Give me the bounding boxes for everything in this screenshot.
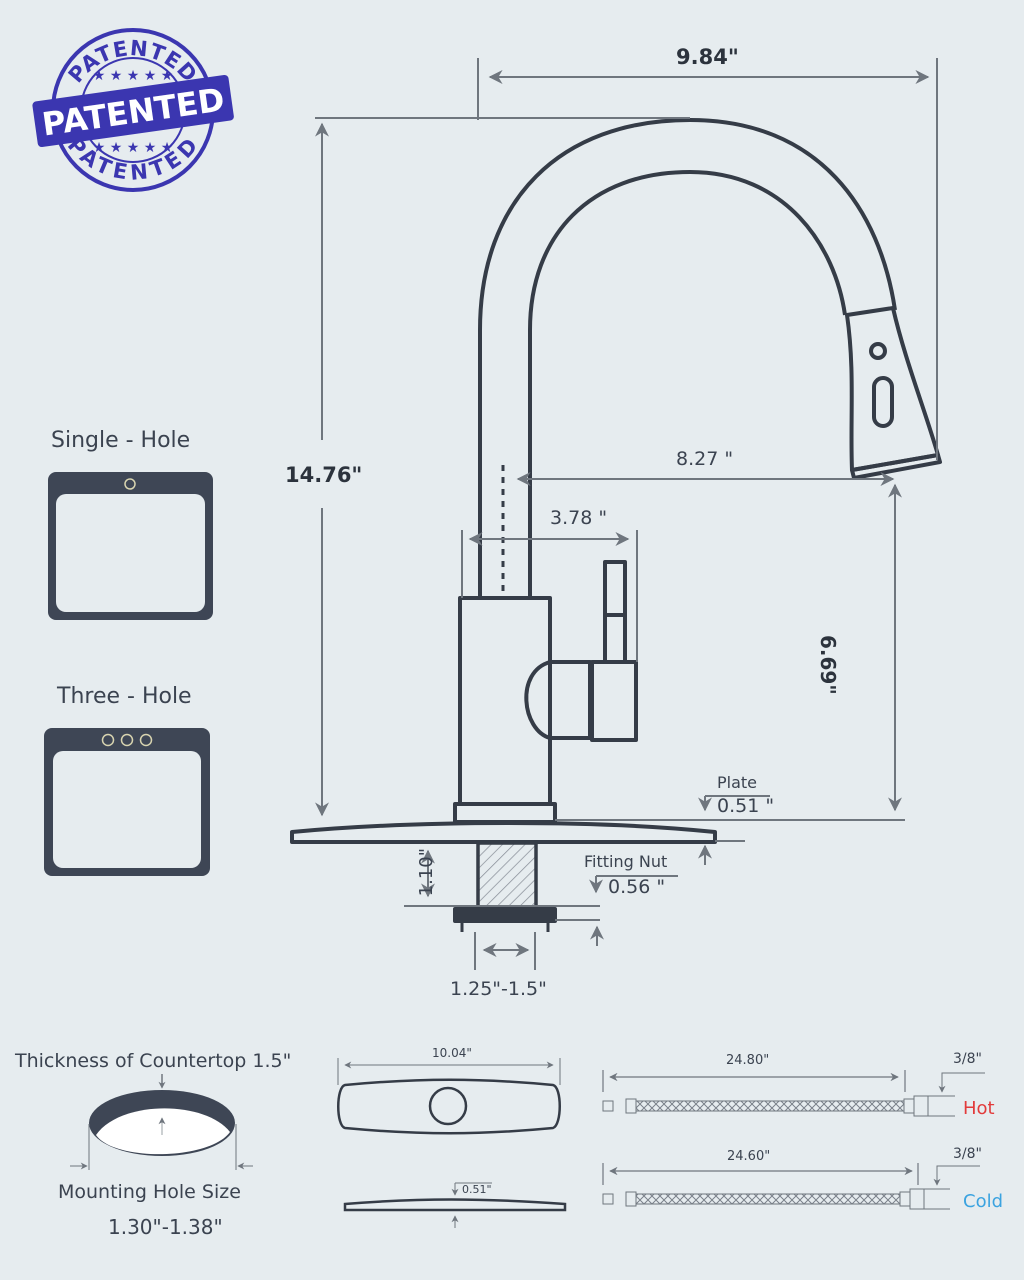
shank-length-label: 1.10"	[416, 848, 437, 897]
svg-text:★ ★ ★ ★ ★: ★ ★ ★ ★ ★	[93, 68, 174, 84]
hose-hot	[602, 1070, 985, 1117]
handle-lever	[603, 560, 627, 664]
faucet-hole-icon	[124, 478, 136, 490]
handle-offset-label: 3.78 "	[550, 507, 608, 529]
mounting-hole-label: Mounting Hole Size	[58, 1181, 241, 1203]
deck-plate-thickness-label: 0.51"	[462, 1183, 492, 1196]
plate-label: Plate	[717, 773, 758, 792]
deck-plate-drawing	[337, 1058, 567, 1228]
svg-text:★ ★ ★ ★ ★: ★ ★ ★ ★ ★	[93, 140, 174, 156]
hot-hose-fitting-label: 3/8"	[953, 1051, 982, 1067]
overall-height-label: 14.76"	[285, 463, 363, 487]
hose-cold	[602, 1163, 980, 1210]
deck-plate	[290, 821, 717, 844]
spout-reach-label: 8.27 "	[676, 448, 734, 470]
sink-three-hole	[44, 728, 210, 876]
faucet-body	[458, 596, 552, 806]
plate-thickness-label: 0.51 "	[717, 795, 775, 817]
hot-label: Hot	[963, 1098, 995, 1119]
hole-range-label: 1.25"-1.5"	[450, 978, 547, 1000]
cold-hose-fitting-label: 3/8"	[953, 1146, 982, 1162]
hot-hose-length-label: 24.80"	[726, 1053, 770, 1068]
handle-hub	[524, 660, 592, 740]
dimension-lines	[315, 58, 938, 970]
single-hole-label: Single - Hole	[51, 428, 191, 453]
fitting-nut	[453, 907, 557, 923]
sprayhead-button-icon	[869, 342, 887, 360]
mounting-hole-value: 1.30"-1.38"	[108, 1215, 223, 1239]
sink-single-hole	[48, 472, 213, 620]
fitting-nut-thickness-label: 0.56 "	[608, 876, 666, 898]
countertop-hole-drawing	[70, 1074, 253, 1170]
spout-outer	[478, 118, 897, 598]
countertop-thickness-label: Thickness of Countertop 1.5"	[15, 1050, 292, 1072]
overall-width-label: 9.84"	[676, 45, 739, 69]
faucet-drawing	[290, 118, 942, 932]
patented-stamp: PATENTED PATENTED ★ ★ ★ ★ ★ ★ ★ ★ ★ ★ PA…	[32, 28, 234, 192]
spout-inner	[528, 170, 847, 598]
fitting-nut-label: Fitting Nut	[584, 852, 668, 871]
three-hole-label: Three - Hole	[57, 684, 192, 709]
shank	[476, 841, 538, 911]
sprayhead-toggle-icon	[872, 376, 894, 428]
deck-plate-length-label: 10.04"	[432, 1046, 472, 1060]
cold-label: Cold	[963, 1191, 1004, 1212]
cold-hose-length-label: 24.60"	[727, 1149, 771, 1164]
spout-height-label: 6.69"	[816, 635, 840, 695]
handle-block	[590, 660, 638, 742]
